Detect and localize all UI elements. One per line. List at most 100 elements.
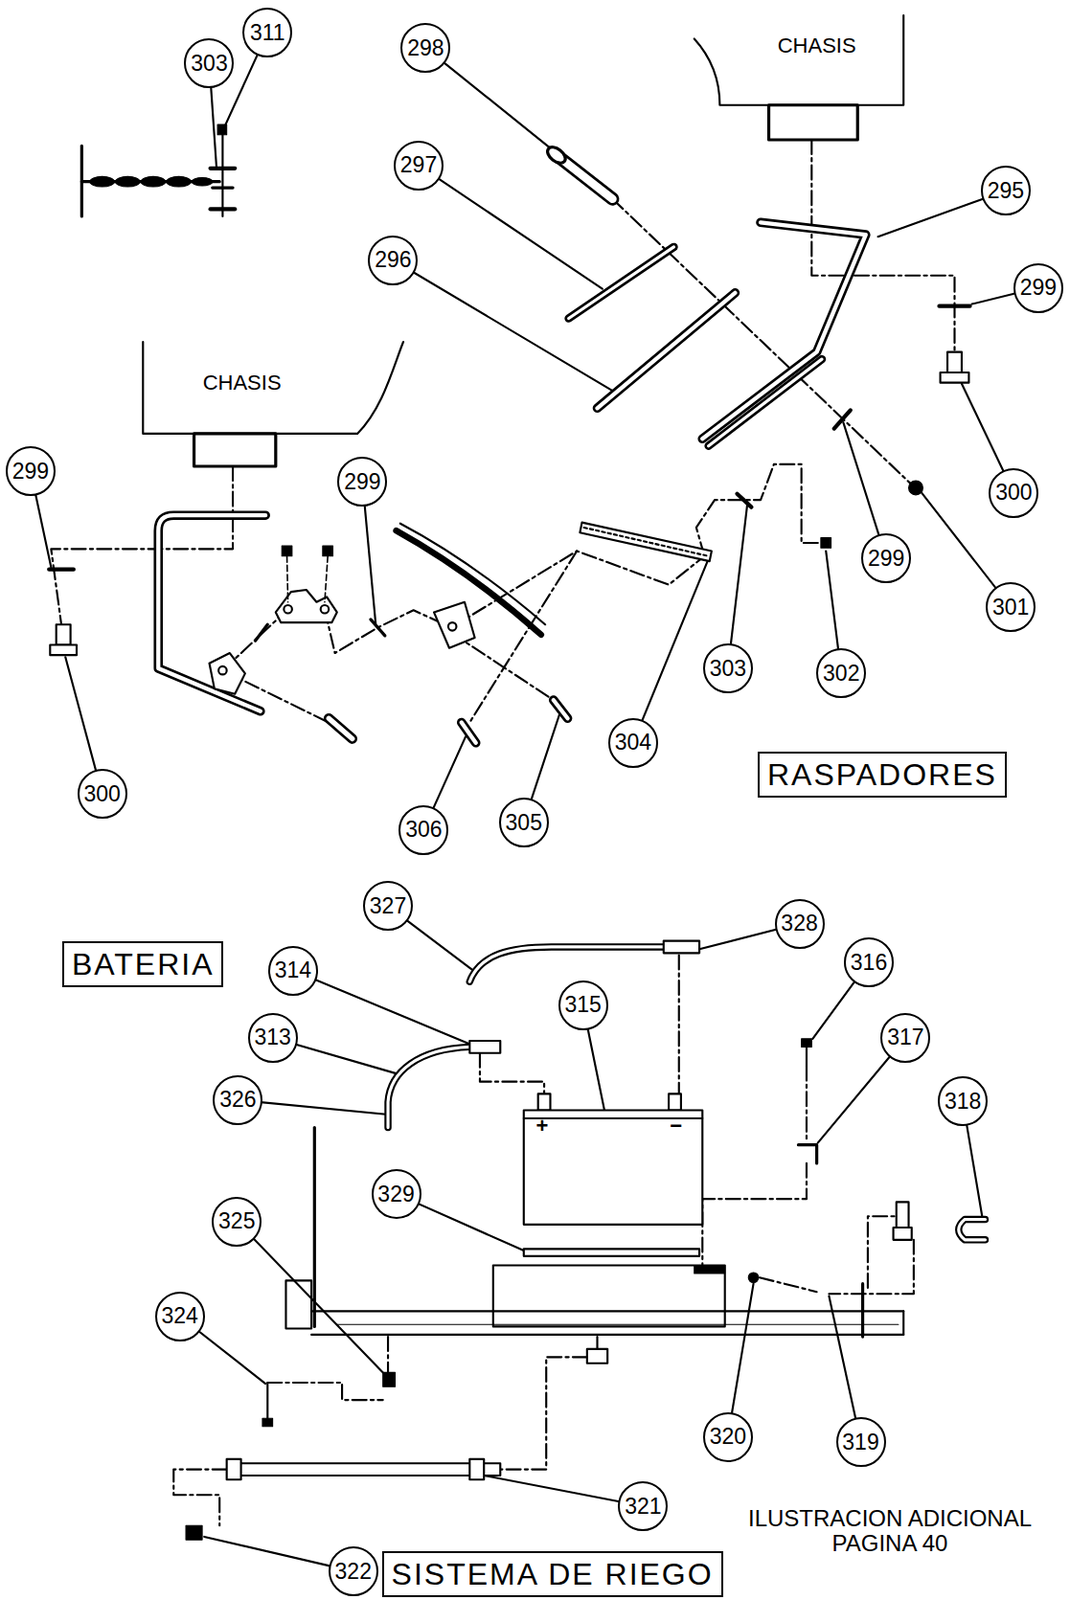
assembly-centerline [805, 1067, 808, 1142]
battery-assembly [861, 1284, 865, 1338]
battery-assembly [387, 1047, 470, 1128]
callout-text: 328 [780, 912, 818, 935]
callout-number: 306 [398, 805, 449, 856]
scraper-blade-assembly [56, 624, 71, 645]
assembly-centerline [324, 609, 452, 654]
scraper-bracket [708, 359, 822, 447]
callout-number: 325 [211, 1197, 262, 1248]
callout-text: 321 [624, 1496, 661, 1519]
battery-assembly [311, 1310, 904, 1313]
battery-assembly [469, 1041, 501, 1054]
illustration-part [30, 15, 1039, 1572]
assembly-centerline [500, 1357, 588, 1470]
callout-text: 322 [335, 1561, 372, 1584]
scraper-blade-assembly [281, 546, 293, 557]
scraper-bracket [597, 293, 736, 409]
callout-text: 297 [400, 154, 437, 177]
leader-line [425, 47, 556, 154]
callout-number: 317 [880, 1013, 931, 1064]
scraper-blade-assembly [448, 622, 457, 632]
callout-number: 319 [836, 1417, 887, 1468]
callout-text: 305 [505, 812, 543, 835]
section-label-box: BATERIA [62, 941, 225, 988]
callout-number: 316 [843, 937, 894, 988]
scraper-blade-assembly [553, 700, 569, 719]
callout-number: 297 [393, 140, 444, 191]
chassis-outline [694, 15, 904, 106]
callout-number: 322 [328, 1547, 379, 1597]
scraper-blade-assembly [275, 590, 338, 623]
assembly-centerline [267, 1383, 383, 1401]
scraper-blade-assembly [48, 494, 831, 744]
callout-text: 306 [405, 819, 442, 842]
scraper-blade-assembly [218, 666, 228, 676]
callout-number: 303 [703, 643, 753, 694]
shaft-assembly [90, 176, 115, 187]
callout-number: 299 [5, 446, 56, 497]
chassis-label: CHASIS [774, 32, 861, 60]
callout-number: 327 [363, 881, 413, 932]
shaft-assembly [221, 135, 224, 217]
callout-text: 329 [377, 1183, 414, 1207]
shaft-assembly [115, 176, 141, 187]
scraper-blade-assembly [255, 624, 269, 641]
chassis-outline [194, 433, 276, 467]
battery-assembly [958, 1219, 986, 1240]
scraper-blade-assembly [370, 619, 386, 637]
shaft-assembly [81, 124, 235, 217]
callout-text: 299 [867, 547, 905, 570]
battery-assembly [663, 941, 700, 955]
callout-text: 299 [12, 460, 49, 483]
callout-number: 302 [816, 648, 866, 699]
callout-number: 321 [617, 1481, 668, 1532]
assembly-centerline [759, 1277, 818, 1293]
battery-assembly [668, 1093, 682, 1111]
scraper-bracket [569, 247, 675, 319]
callout-number: 314 [268, 946, 319, 997]
callout-number: 300 [77, 769, 128, 820]
callout-text: 318 [944, 1091, 981, 1114]
scraper-blade-assembly [461, 723, 477, 744]
callout-number: 304 [608, 718, 659, 769]
battery-assembly [694, 1265, 726, 1275]
battery-assembly [262, 1418, 274, 1428]
callout-number: 311 [242, 7, 293, 58]
assembly-centerline [50, 466, 233, 625]
callout-text: 317 [887, 1026, 924, 1049]
leader-line [30, 32, 1039, 1572]
callout-text: 326 [219, 1089, 256, 1112]
scraper-bracket [702, 222, 866, 439]
note-text: ILUSTRACION ADICIONAL PAGINA 40 [712, 1506, 1068, 1557]
callout-number: 298 [400, 22, 451, 73]
battery-assembly [266, 1383, 269, 1419]
callout-text: 315 [564, 994, 601, 1017]
scraper-blade-assembly [320, 605, 330, 615]
irrigation-assembly [469, 1459, 484, 1480]
callout-number: 318 [937, 1076, 988, 1127]
assembly-centerline [678, 955, 681, 1094]
scraper-blade-assembly [322, 546, 334, 557]
battery-assembly [383, 1372, 396, 1388]
assembly-centerline [828, 1240, 913, 1295]
leader-line [293, 970, 472, 1046]
label-text: CHASIS [203, 371, 282, 395]
scraper-blade-assembly [48, 568, 74, 572]
scraper-bracket [939, 304, 971, 309]
assembly-centerline [696, 464, 821, 557]
scraper-blade-assembly [584, 527, 709, 557]
scraper-blade-assembly [820, 538, 832, 549]
irrigation-assembly [229, 1463, 501, 1477]
callout-number: 295 [980, 165, 1031, 216]
scraper-blade-assembly [287, 556, 289, 603]
callout-text: 300 [995, 481, 1032, 504]
section-label-box: RASPADORES [757, 751, 1007, 798]
assembly-centerline [612, 199, 911, 484]
battery-assembly [285, 1280, 312, 1329]
assembly-centerline [867, 1216, 895, 1289]
battery-assembly [387, 1047, 470, 1128]
scraper-blade-assembly [328, 718, 353, 739]
battery-assembly [801, 1039, 813, 1048]
polarity-sign: + [536, 1115, 549, 1138]
callout-number: 315 [558, 980, 609, 1031]
callout-text: 325 [218, 1210, 255, 1233]
